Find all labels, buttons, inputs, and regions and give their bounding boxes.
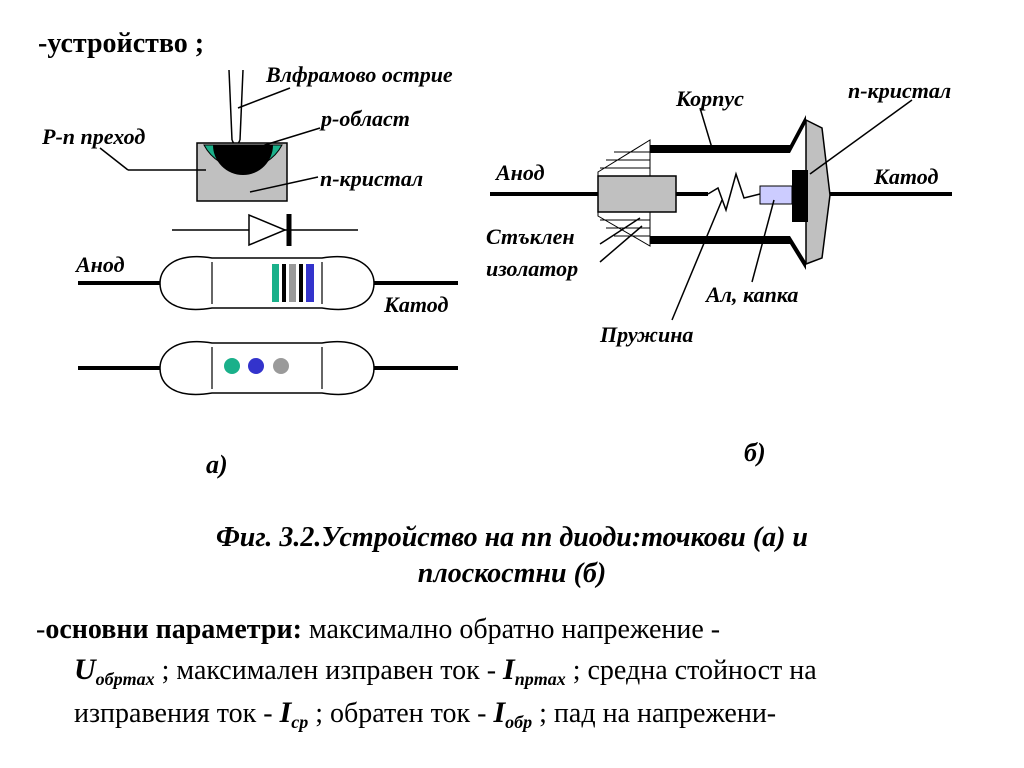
leader-al-drop xyxy=(751,199,775,283)
n-crystal-b xyxy=(792,170,808,222)
label-n-crystal-a: п-кристал xyxy=(320,166,424,191)
dot-gray xyxy=(273,358,289,374)
symbol-i-avg-sub: cp xyxy=(291,712,309,732)
params-line-2: Uобрmax ; максимален изправен ток - Inpm… xyxy=(36,650,1006,693)
label-p-region: р-област xyxy=(321,106,410,131)
diode-diagram xyxy=(78,69,952,396)
figure-caption: Фиг. 3.2.Устройство на пп диоди:точкови … xyxy=(0,520,1024,592)
symbol-u-sub: обрmax xyxy=(95,669,155,689)
band-black-1 xyxy=(282,264,286,302)
spring xyxy=(707,171,761,213)
band-teal xyxy=(272,264,279,302)
symbol-i-forward-sub: npmax xyxy=(514,669,566,689)
parameters-paragraph: -основни параметри: максимално обратно н… xyxy=(36,610,1006,736)
diode-symbol xyxy=(172,213,358,247)
caption-line-1: Фиг. 3.2.Устройство на пп диоди:точкови … xyxy=(215,522,809,553)
fig-b xyxy=(490,99,952,321)
leader-n-crystal xyxy=(249,176,319,193)
leader-pn-junction xyxy=(99,147,129,171)
label-pn-junction: Р-п преход xyxy=(42,124,146,149)
params-line-1: -основни параметри: максимално обратно н… xyxy=(36,610,1006,650)
params-text-4: изправения ток - xyxy=(74,698,280,729)
label-glass-insulator-1: Стъклен xyxy=(486,224,575,249)
symbol-i-reverse: I xyxy=(493,696,506,729)
leader-p-region xyxy=(254,127,321,149)
fig-a-tag: а) xyxy=(206,450,228,479)
params-title: основни параметри: xyxy=(45,614,302,645)
leader-glass-1 xyxy=(599,217,641,245)
leader-spring xyxy=(671,199,723,321)
band-black-2 xyxy=(299,264,303,302)
leader-glass-2 xyxy=(599,225,643,263)
params-text-2: ; максимален изправен ток - xyxy=(154,655,504,686)
tungsten-needle xyxy=(228,69,244,149)
symbol-i-reverse-sub: обр xyxy=(505,712,533,732)
label-anode-b: Анод xyxy=(496,160,545,185)
params-text-6: ; пад на напрежени- xyxy=(532,698,777,729)
fig-b-tag: б) xyxy=(744,438,766,467)
label-spring: Пружина xyxy=(600,322,694,347)
heading: -устройство ; xyxy=(38,28,205,59)
symbol-i-forward: I xyxy=(503,653,515,686)
band-blue xyxy=(306,264,314,302)
caption-line-2: плоскостни (б) xyxy=(417,558,607,589)
symbol-u: U xyxy=(74,653,96,686)
label-cathode-b: Катод xyxy=(874,164,939,189)
leader-tungsten xyxy=(237,87,291,109)
leader-housing xyxy=(699,107,713,149)
label-housing: Корпус xyxy=(676,86,744,111)
band-gray xyxy=(289,264,296,302)
params-line-3: изправения ток - Icp ; обратен ток - Iоб… xyxy=(36,693,1006,736)
label-cathode-a: Катод xyxy=(384,292,449,317)
symbol-i-avg: I xyxy=(279,696,292,729)
component-top-view xyxy=(78,341,458,396)
fig-a xyxy=(78,69,458,396)
dot-blue xyxy=(248,358,264,374)
p-region xyxy=(213,145,273,175)
component-side-view xyxy=(78,256,458,311)
params-dash: - xyxy=(36,614,46,645)
dot-teal xyxy=(224,358,240,374)
label-n-crystal-b: п-кристал xyxy=(848,78,952,103)
leader-n-crystal-b xyxy=(809,99,913,175)
params-text-5: ; обратен ток - xyxy=(308,698,494,729)
lead-seal xyxy=(597,175,677,213)
housing xyxy=(650,115,831,270)
label-anode-a: Анод xyxy=(76,252,125,277)
label-tungsten-tip: Влфрамово острие xyxy=(266,62,453,87)
label-glass-insulator-2: изолатор xyxy=(486,256,579,281)
al-drop xyxy=(759,185,793,205)
label-al-drop: Ал, капка xyxy=(706,282,799,307)
params-text-1: максимално обратно напрежение - xyxy=(301,614,721,645)
params-text-3: ; средна стойност на xyxy=(565,655,817,686)
